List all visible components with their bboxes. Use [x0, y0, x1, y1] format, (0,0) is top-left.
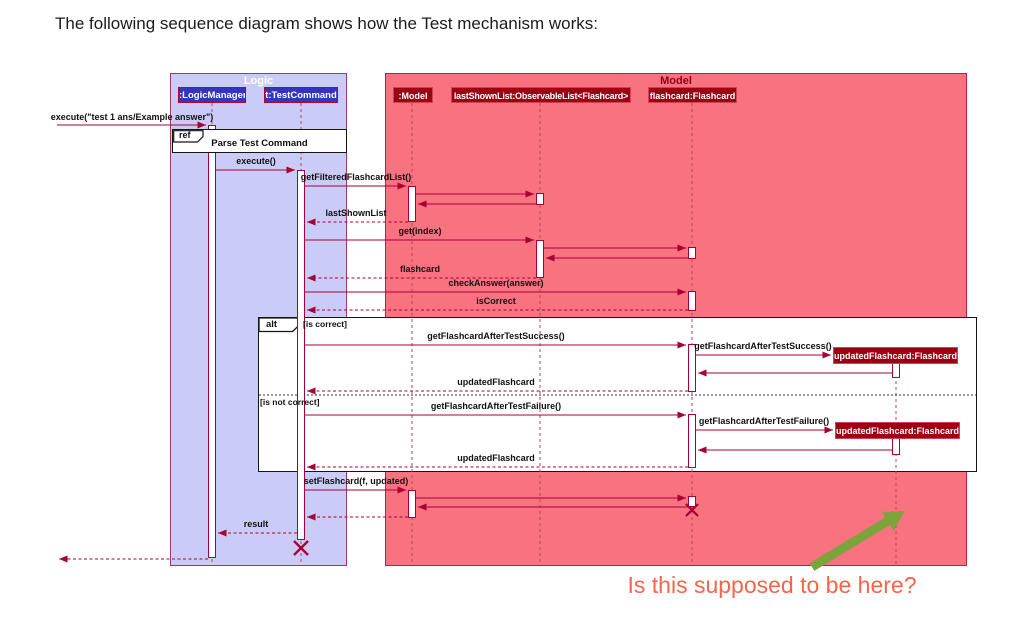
- activation-logic-manager: [208, 125, 216, 558]
- msg-label-is-correct: isCorrect: [476, 296, 516, 306]
- participant-last-shown-list: lastShownList:ObservableList<Flashcard>: [451, 87, 631, 103]
- activation-flashcard-2: [688, 291, 696, 311]
- page-title: The following sequence diagram shows how…: [55, 14, 599, 33]
- msg-label-get-index: get(index): [398, 226, 442, 236]
- review-arrow-shaft: [809, 517, 891, 571]
- msg-label-flashcard: flashcard: [399, 264, 441, 274]
- return-messages: [59, 218, 688, 563]
- created-object-updated-flashcard-success: updatedFlashcard:Flashcard: [833, 347, 958, 364]
- participant-flashcard: flashcard:Flashcard: [648, 87, 737, 103]
- msg-label-check-answer: checkAnswer(answer): [448, 278, 544, 288]
- alt-guard-is-not-correct: [is not correct]: [260, 397, 320, 407]
- msg-label-success-2: getFlashcardAfterTestSuccess(): [694, 341, 832, 351]
- alt-operator-label: alt: [266, 319, 278, 330]
- destroy-x-flashcard: [685, 503, 699, 517]
- alt-pentagon: [258, 317, 300, 333]
- alt-fragment: [258, 317, 977, 472]
- activation-model-2: [408, 490, 416, 518]
- created-object-updated-flashcard-failure: updatedFlashcard:Flashcard: [835, 422, 960, 439]
- destroy-marks: [293, 503, 699, 556]
- activation-last-shown-list-1: [536, 193, 544, 205]
- activation-updated-flashcard-2: [892, 438, 900, 455]
- msg-label-last-shown-list: lastShownList: [325, 208, 387, 218]
- activation-flashcard-1: [688, 247, 696, 259]
- msg-label-failure-1: getFlashcardAfterTestFailure(): [430, 401, 562, 411]
- ref-fragment: ref Parse Test Command: [172, 129, 347, 153]
- msg-label-success-1: getFlashcardAfterTestSuccess(): [427, 331, 565, 341]
- model-frame-title: Model: [660, 75, 692, 87]
- logic-frame-title: Logic: [243, 75, 274, 87]
- ref-label: Parse Test Command: [211, 138, 308, 149]
- activation-flashcard-5: [688, 496, 696, 507]
- activation-model-1: [408, 186, 416, 222]
- msg-label-get-filtered: getFilteredFlashcardList(): [300, 172, 412, 182]
- msg-label-updated-2: updatedFlashcard: [457, 453, 535, 463]
- review-arrow-head: [882, 511, 905, 531]
- review-question-text: Is this supposed to be here?: [627, 572, 917, 598]
- msg-label-result: result: [243, 519, 269, 529]
- activation-test-command: [297, 170, 305, 540]
- msg-label-set-flashcard: setFlashcard(f, updated): [303, 476, 409, 486]
- participant-test-command: t:TestCommand: [264, 87, 338, 103]
- destroy-x-test-command: [293, 540, 309, 556]
- msg-label-failure-2: getFlashcardAfterTestFailure(): [698, 416, 830, 426]
- ref-operator-label: ref: [179, 130, 191, 140]
- ref-pentagon: [173, 130, 204, 143]
- msg-label-execute: execute(): [236, 156, 276, 166]
- review-arrow-green: [809, 511, 905, 571]
- msg-label-execute-user: execute("test 1 ans/Example answer"): [50, 112, 214, 122]
- msg-label-updated-1: updatedFlashcard: [457, 377, 535, 387]
- alt-guard-is-correct: [is correct]: [303, 319, 347, 329]
- participant-model: :Model: [393, 87, 433, 103]
- activation-flashcard-3: [688, 344, 696, 392]
- call-messages: [57, 121, 892, 511]
- activation-last-shown-list-2: [536, 240, 544, 278]
- participant-logic-manager: :LogicManager: [178, 87, 246, 103]
- activation-flashcard-4: [688, 414, 696, 468]
